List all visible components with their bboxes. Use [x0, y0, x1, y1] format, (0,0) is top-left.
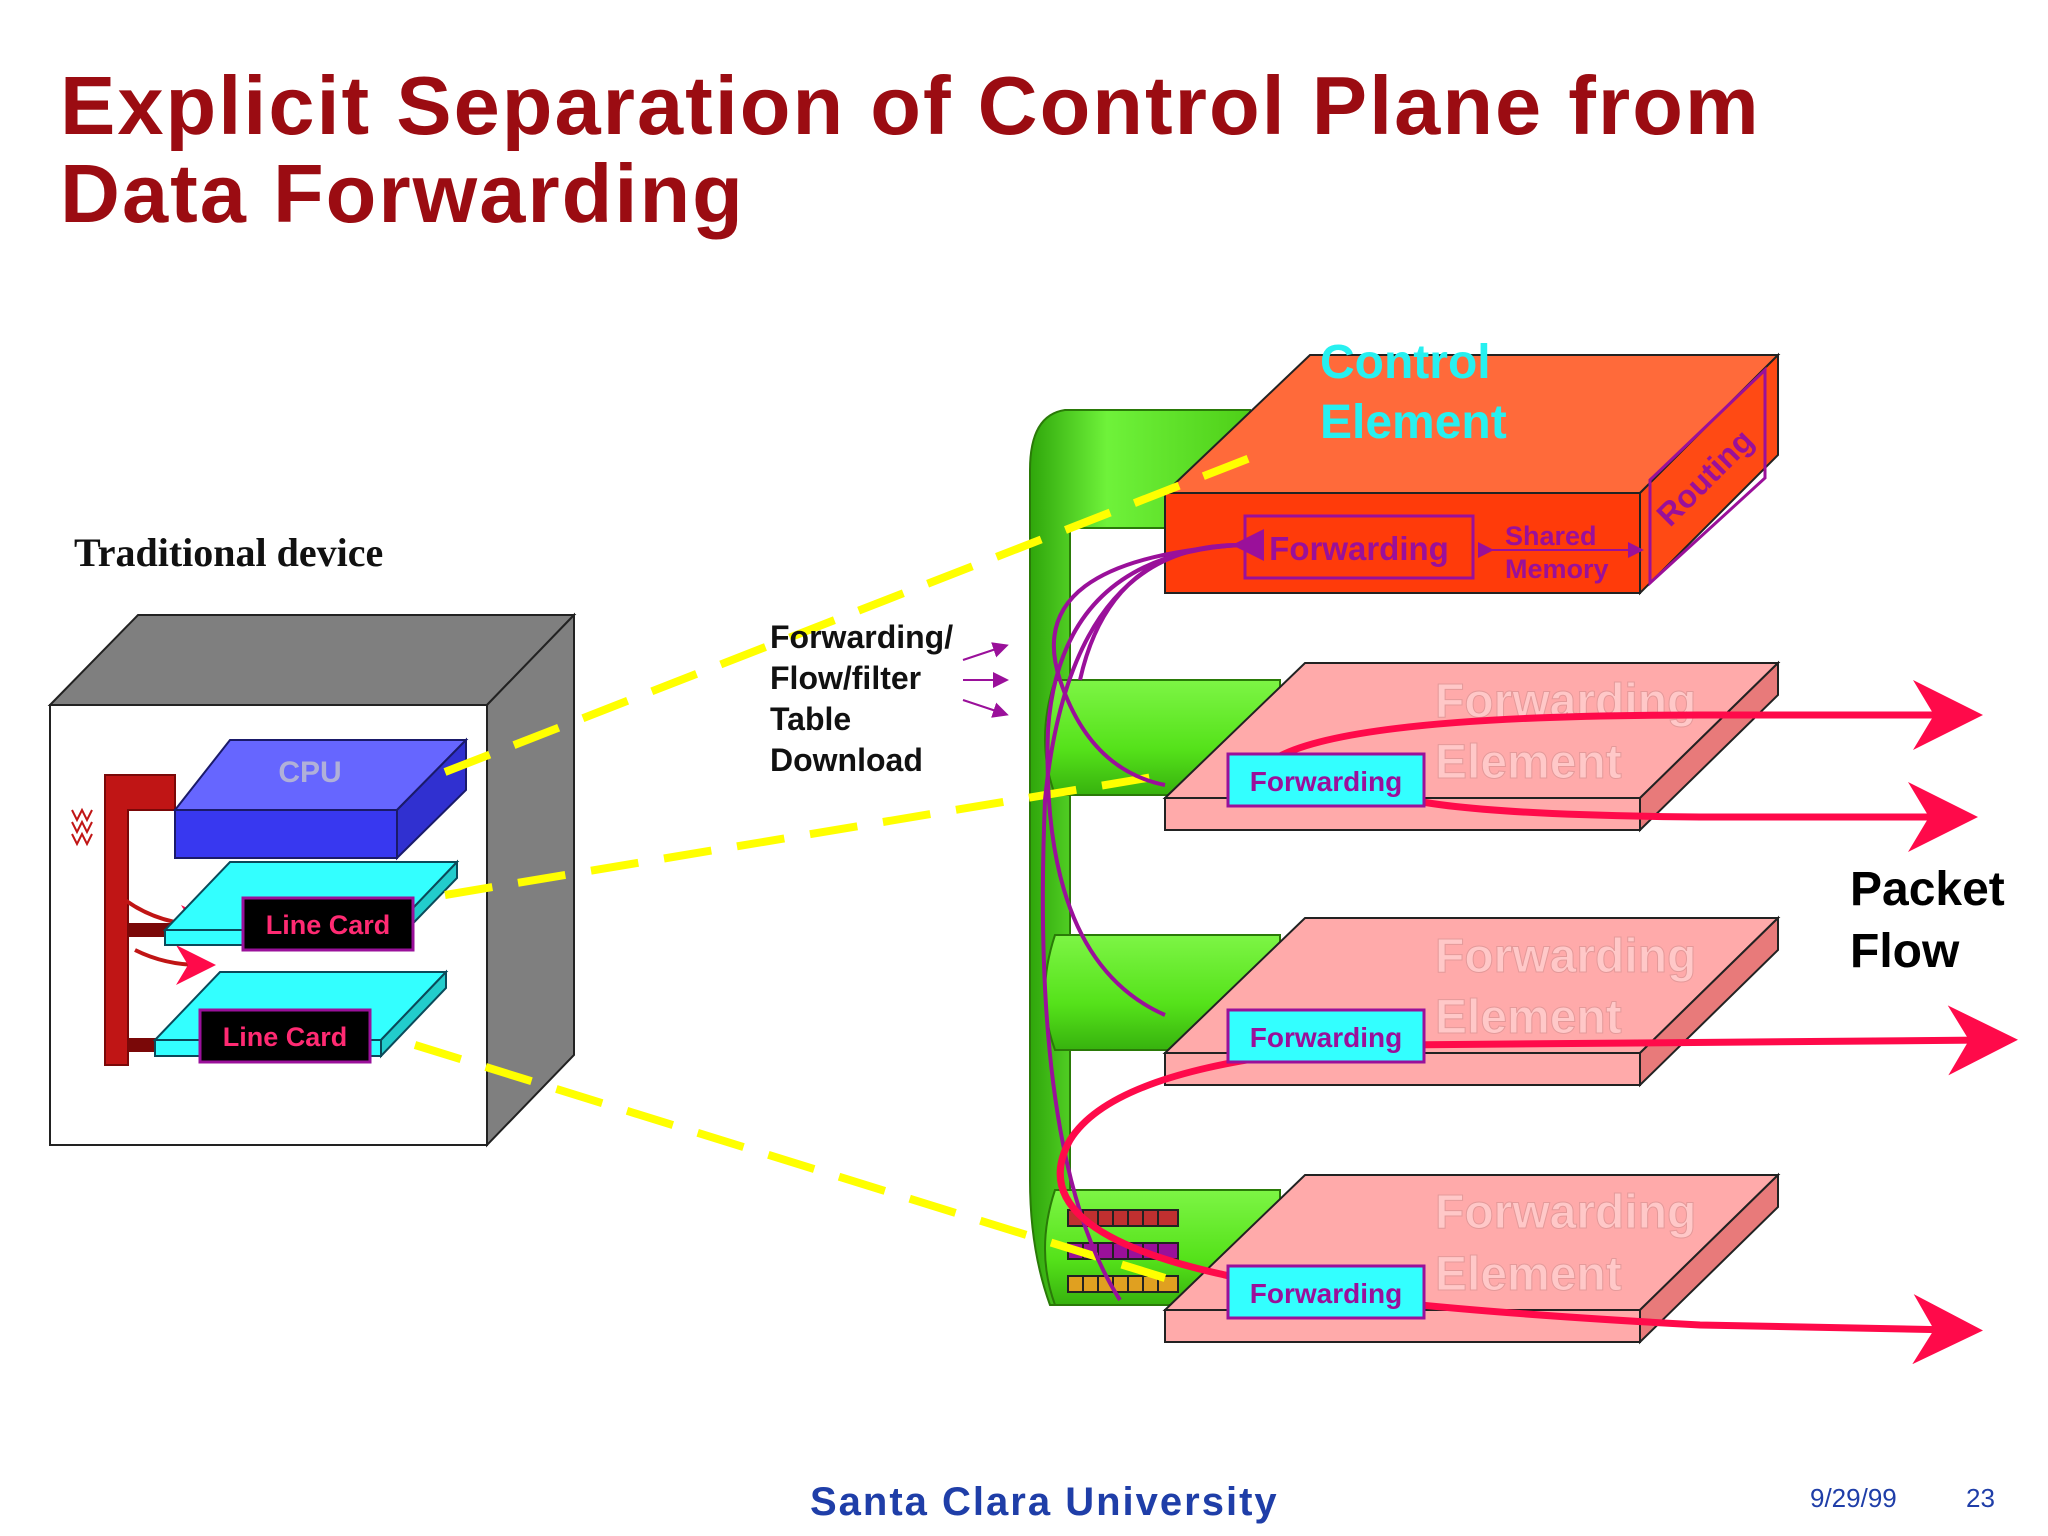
fe2-forwarding-box: Forwarding [1226, 1008, 1426, 1064]
table-download-line3: Table [770, 701, 851, 737]
control-element-title-line1: Control [1320, 336, 1491, 389]
table-download-line4: Download [770, 742, 923, 778]
packet-flow-line2: Flow [1850, 925, 1960, 978]
traditional-device: CPU Line Card Line Card [47, 612, 577, 1148]
control-element-title-line2: Element [1320, 396, 1507, 449]
footer-university: Santa Clara University [810, 1480, 1279, 1524]
cpu-front [174, 809, 398, 859]
fe1-forwarding-box: Forwarding [1226, 752, 1426, 808]
fe2-title-line2: Element [1435, 991, 1622, 1044]
fe3-title-line1: Forwarding [1435, 1186, 1696, 1239]
chassis-top [47, 614, 577, 706]
line-card-2-label-box [198, 1008, 372, 1064]
routing-panel [1648, 366, 1767, 587]
flow-arrow-1 [1276, 680, 1983, 760]
traditional-device-heading: Traditional device [74, 530, 383, 575]
footer-date: 9/29/99 [1810, 1483, 1897, 1513]
fe3-title-line2: Element [1435, 1248, 1622, 1301]
control-element: Control Element Forwarding Shared Memory… [1162, 336, 1781, 596]
line-card-2-label: Line Card [223, 1022, 348, 1052]
shared-memory-line1: Shared [1505, 521, 1597, 551]
slide-title: Explicit Separation of Control Plane fro… [60, 62, 1960, 238]
slide-title-line1: Explicit Separation of Control Plane fro… [60, 59, 1761, 152]
packet-flow-line1: Packet [1850, 863, 2005, 916]
fe2-title-line1: Forwarding [1435, 930, 1696, 983]
slide-title-line2: Data Forwarding [60, 147, 745, 240]
bus-arrow-2 [134, 944, 216, 985]
table-download-arrows [962, 642, 1009, 718]
dash-linecard2-to-fe3 [413, 1041, 1167, 1282]
fe3-forwarding-box: Forwarding [1226, 1264, 1426, 1320]
table-download-line1: Forwarding/ [770, 619, 953, 655]
line-card-1-label-box [241, 896, 415, 952]
control-forwarding-label: Forwarding [1269, 530, 1449, 567]
bus-zigzag-icon [71, 807, 93, 847]
download-curve-2 [1045, 543, 1241, 1017]
download-curve-3 [1040, 543, 1241, 1302]
footer-page-number: 23 [1966, 1483, 1995, 1513]
fe2-forwarding-label: Forwarding [1250, 1022, 1402, 1053]
line-card-1-label: Line Card [266, 910, 391, 940]
table-download-label: Forwarding/ Flow/filter Table Download [770, 619, 953, 778]
table-download-curves [1040, 528, 1265, 1302]
download-curve-4 [1078, 528, 1265, 681]
cpu-label: CPU [278, 756, 341, 789]
download-curve-1 [1051, 543, 1241, 787]
table-download-line2: Flow/filter [770, 660, 921, 696]
fe1-forwarding-label: Forwarding [1250, 766, 1402, 797]
fe3-forwarding-label: Forwarding [1250, 1278, 1402, 1309]
fe1-title-line2: Element [1435, 736, 1622, 789]
shared-memory-line2: Memory [1505, 554, 1609, 584]
